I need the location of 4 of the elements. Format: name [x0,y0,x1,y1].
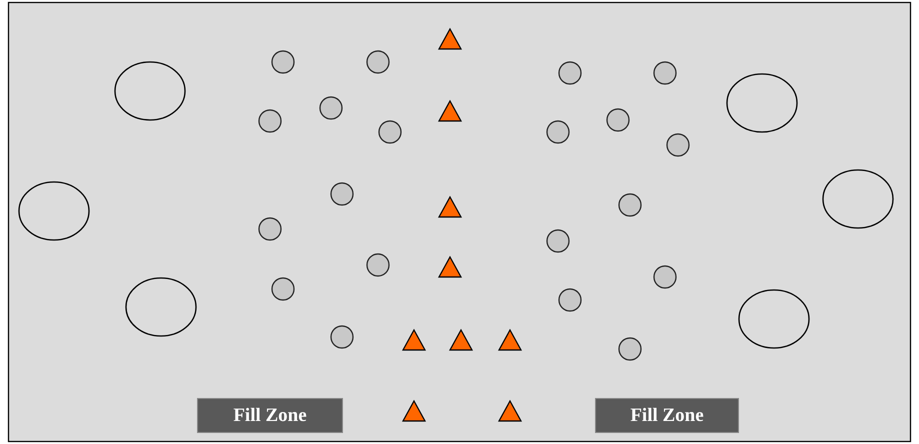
zone-label-box [595,398,739,433]
zone-label-box [197,398,343,433]
zone-label: Fill Zone [630,404,704,426]
zone-label: Fill Zone [233,404,307,426]
